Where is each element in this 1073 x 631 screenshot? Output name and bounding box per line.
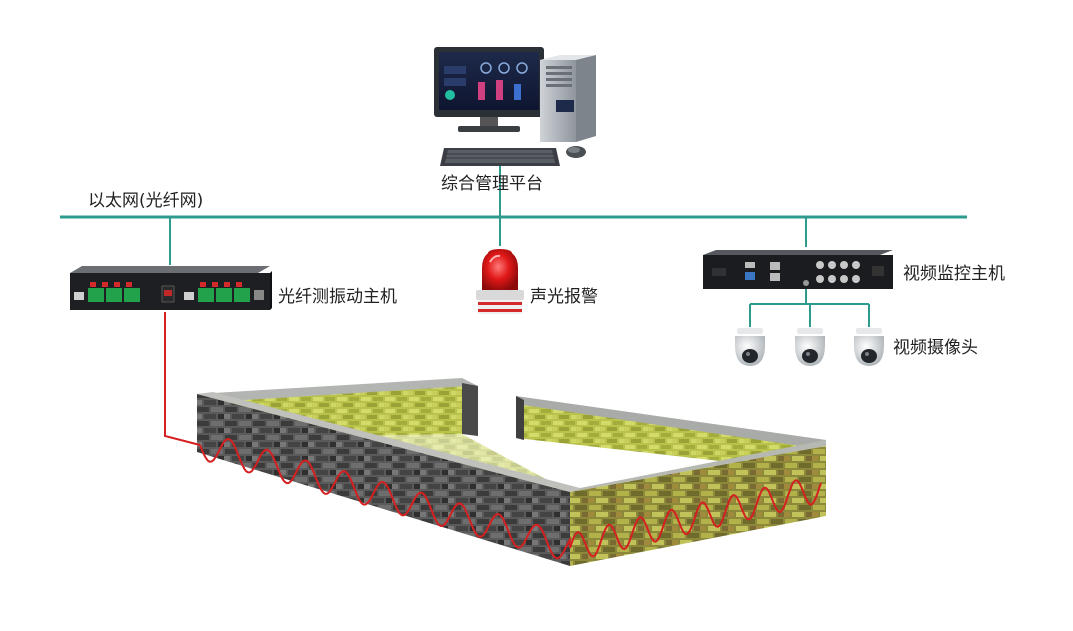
computer-monitor-icon bbox=[434, 47, 544, 132]
ethernet-label: 以太网(光纤网) bbox=[88, 191, 204, 211]
wall-front-yellow-top bbox=[570, 440, 826, 492]
camera-label: 视频摄像头 bbox=[893, 338, 978, 358]
wall-front-yellow bbox=[570, 446, 826, 566]
mouse-icon bbox=[566, 146, 586, 158]
wall-back-right-top bbox=[516, 396, 826, 448]
fiber-cable-lead bbox=[164, 312, 201, 446]
computer-workstation bbox=[434, 47, 596, 166]
dvr-icon bbox=[703, 250, 893, 289]
dome-camera-icon bbox=[854, 328, 884, 366]
fiber-cable bbox=[164, 312, 822, 560]
platform-label: 综合管理平台 bbox=[441, 174, 543, 194]
wall-back-left-end bbox=[462, 383, 478, 436]
dome-camera-icon bbox=[795, 328, 825, 366]
fiber-host-label: 光纤测振动主机 bbox=[278, 287, 397, 307]
fiber-host-icon bbox=[70, 266, 272, 310]
wall-top-inner bbox=[205, 386, 826, 500]
video-host-label: 视频监控主机 bbox=[903, 264, 1005, 284]
pc-tower-icon bbox=[540, 55, 596, 142]
brick-wall-icon bbox=[197, 378, 826, 566]
fiber-vibration-wave bbox=[199, 437, 822, 560]
network-lines bbox=[60, 165, 967, 327]
wall-front-gray bbox=[197, 394, 570, 566]
wall-back-left-top bbox=[197, 378, 478, 402]
wall-back-right-face bbox=[516, 402, 800, 470]
keyboard-icon bbox=[440, 148, 560, 166]
wall-front-gray-top bbox=[197, 392, 580, 492]
alarm-label: 声光报警 bbox=[530, 287, 598, 307]
wall-back-right-end bbox=[516, 396, 524, 440]
alarm-light-icon bbox=[476, 249, 524, 314]
dome-camera-icon bbox=[735, 328, 765, 366]
